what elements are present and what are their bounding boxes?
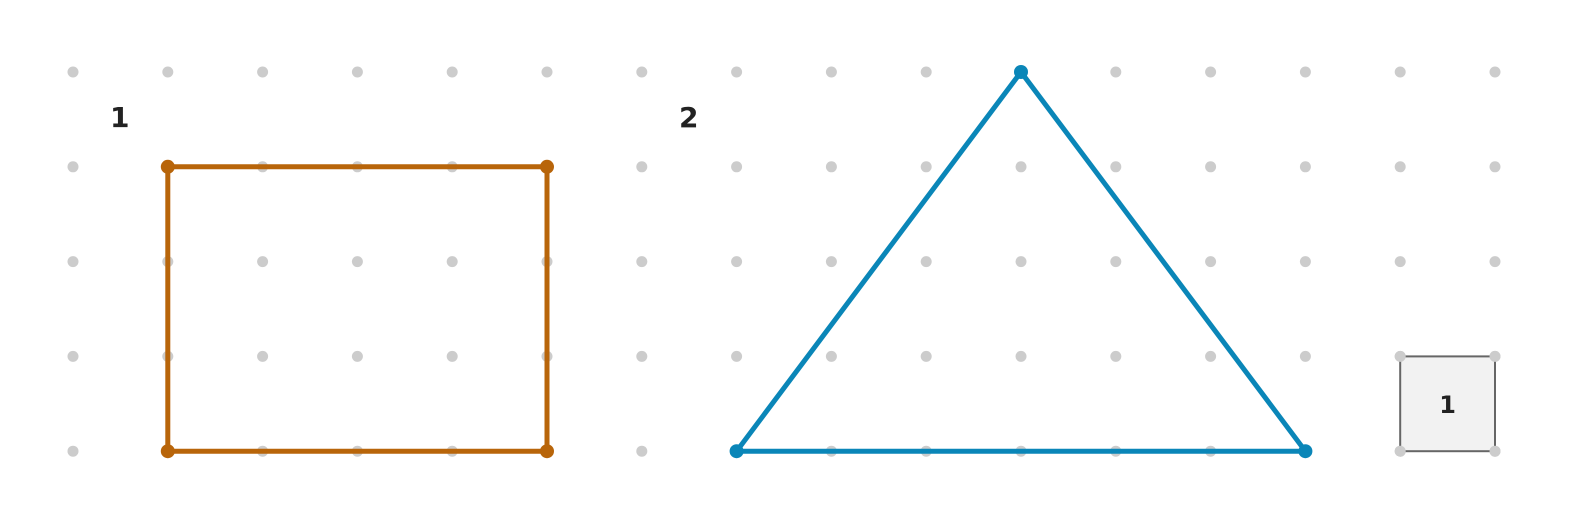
shapes-layer (160, 65, 1313, 459)
grid-dot (1110, 350, 1122, 362)
grid-dot (1489, 445, 1501, 457)
grid-dot (67, 350, 79, 362)
grid-dot (1205, 350, 1217, 362)
grid-dot (1110, 256, 1122, 268)
grid-dot (825, 256, 837, 268)
grid-dot (636, 256, 648, 268)
grid-dot (162, 66, 174, 78)
grid-dot (1394, 350, 1406, 362)
rectangle-vertex (540, 159, 554, 174)
grid-dot (541, 66, 553, 78)
rectangle-vertex (160, 444, 175, 459)
triangle-outline (734, 69, 1308, 454)
grid-dot (636, 66, 648, 78)
triangle-vertex (1298, 444, 1313, 459)
grid-dot (1489, 256, 1501, 268)
grid-dot (446, 256, 458, 268)
grid-dot (1489, 161, 1501, 173)
unit-square-group: 1 (1394, 350, 1501, 457)
grid-dot (1110, 161, 1122, 173)
grid-dot (731, 161, 743, 173)
grid-dot (1394, 256, 1406, 268)
grid-dot (1015, 161, 1027, 173)
shape-label-1: 1 (110, 101, 129, 134)
grid-dot (351, 66, 363, 78)
grid-dot (1299, 256, 1311, 268)
grid-dot (1299, 350, 1311, 362)
grid-dots (67, 66, 1501, 457)
triangle-vertex (1014, 65, 1028, 79)
rectangle-outline (165, 164, 550, 454)
grid-dot (257, 256, 269, 268)
grid-dot (636, 445, 648, 457)
unit-square (1399, 355, 1496, 453)
grid-dot (1489, 350, 1501, 362)
grid-dot (920, 161, 932, 173)
grid-dot (446, 350, 458, 362)
grid-dot (1489, 66, 1501, 78)
grid-dot (1110, 66, 1122, 78)
grid-dot (731, 350, 743, 362)
grid-dot (731, 66, 743, 78)
triangle-vertex (729, 444, 744, 459)
grid-dot (1205, 256, 1217, 268)
unit-square-label: 1 (1439, 391, 1456, 419)
rectangle-vertex (540, 444, 554, 459)
grid-dot (825, 350, 837, 362)
shape-label-2: 2 (679, 101, 698, 134)
grid-dot (1015, 350, 1027, 362)
grid-dot (67, 256, 79, 268)
grid-dot (1015, 256, 1027, 268)
grid-dot (1394, 445, 1406, 457)
grid-dot (446, 66, 458, 78)
grid-dot (920, 256, 932, 268)
grid-dot (257, 350, 269, 362)
grid-dot (257, 66, 269, 78)
grid-dot (1394, 161, 1406, 173)
grid-dot (1205, 161, 1217, 173)
grid-dot (920, 350, 932, 362)
rectangle-vertex (160, 159, 175, 174)
grid-dot (920, 66, 932, 78)
grid-dot (636, 161, 648, 173)
grid-dot (351, 350, 363, 362)
grid-dot (67, 445, 79, 457)
grid-dot (1205, 66, 1217, 78)
grid-dot (351, 256, 363, 268)
grid-dot (67, 161, 79, 173)
labels-layer: 1 2 (110, 101, 698, 134)
grid-dot (1394, 66, 1406, 78)
grid-dot (636, 350, 648, 362)
grid-dot (731, 256, 743, 268)
grid-dot (1299, 161, 1311, 173)
grid-dot (825, 161, 837, 173)
grid-dot (1299, 66, 1311, 78)
grid-dot (67, 66, 79, 78)
grid-dot (825, 66, 837, 78)
